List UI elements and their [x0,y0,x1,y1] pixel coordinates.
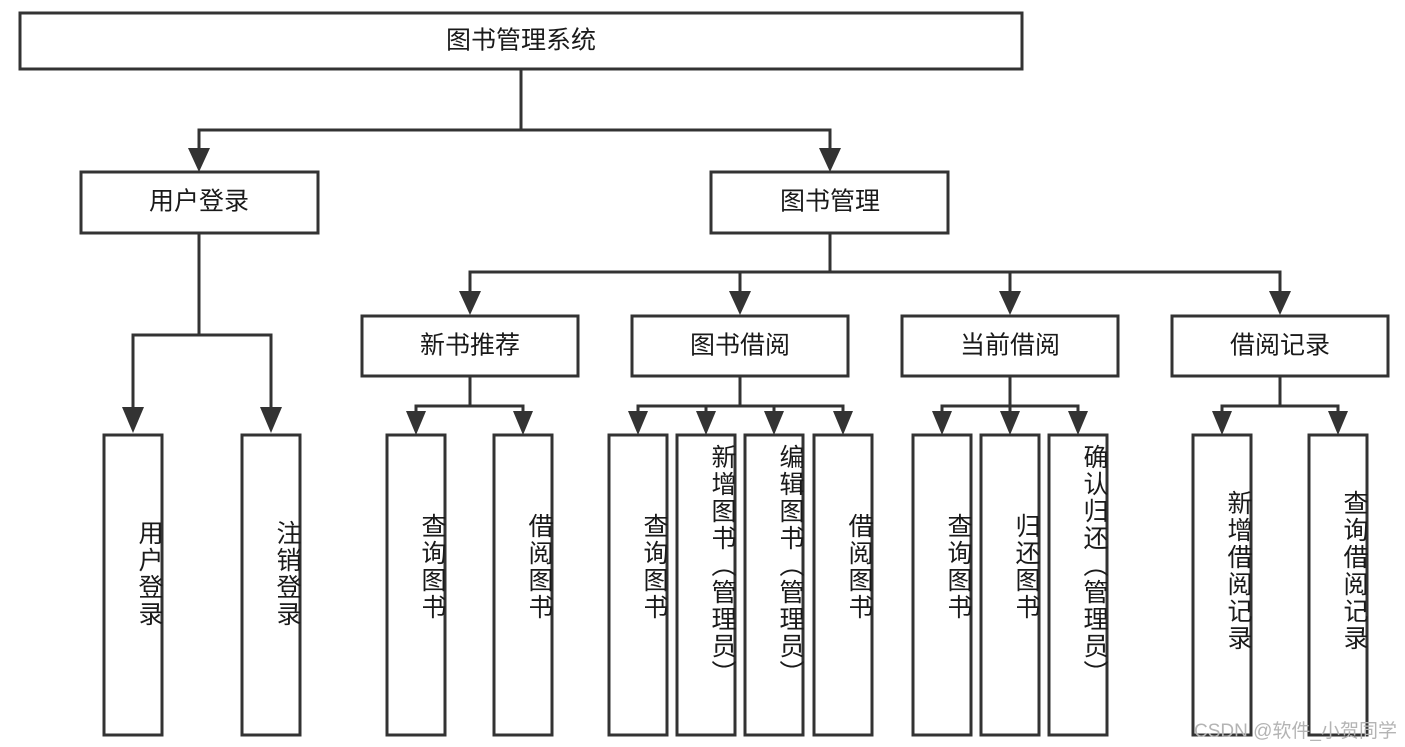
node-borrow-record-label: 借阅记录 [1230,332,1330,360]
arrowhead-leaf-query-book-3 [932,411,952,435]
arrowhead-leaf-query-record [1328,411,1348,435]
node-current-borrow[interactable]: 当前借阅 [900,314,1120,378]
csdn-watermark: CSDN @软件_小贺同学 [1194,721,1397,742]
node-current-borrow-label: 当前借阅 [960,332,1060,360]
node-new-book-recommend-label: 新书推荐 [420,332,520,360]
node-root-label: 图书管理系统 [446,27,596,55]
node-borrow-record[interactable]: 借阅记录 [1170,314,1390,378]
leaf-query-book-2-box[interactable] [607,433,669,737]
leaf-add-record-box[interactable] [1191,433,1253,737]
leaf-user-logout-box[interactable] [240,433,302,737]
arrowhead-borrow-record [1269,291,1291,315]
arrowhead-leaf-borrow-book-2 [833,411,853,435]
arrowhead-leaf-user-login [122,407,144,433]
arrowhead-current-borrow [999,291,1021,315]
node-book-borrow-label: 图书借阅 [690,332,790,360]
arrowhead-book-borrow [729,291,751,315]
arrowhead-new-book-recommend [459,291,481,315]
node-user-login[interactable]: 用户登录 [79,170,320,235]
leaf-add-book-box[interactable] [675,433,737,737]
node-book-borrow[interactable]: 图书借阅 [630,314,850,378]
arrowhead-leaf-borrow-book-1 [513,411,533,435]
node-book-borrow-box[interactable] [630,314,850,378]
leaf-query-record-box[interactable] [1307,433,1369,737]
arrowhead-leaf-query-book-2 [628,411,648,435]
arrowhead-leaf-add-record [1212,411,1232,435]
leaf-borrow-book-1-box[interactable] [492,433,554,737]
leaf-return-book-box[interactable] [979,433,1041,737]
leaf-borrow-book-2-box[interactable] [812,433,874,737]
node-user-login-label: 用户登录 [149,188,249,216]
node-root-box[interactable] [18,11,1024,71]
arrowhead-leaf-query-book-1 [406,411,426,435]
node-borrow-record-box[interactable] [1170,314,1390,378]
arrowhead-leaf-return-book [1000,411,1020,435]
leaf-edit-book-box[interactable] [743,433,805,737]
node-book-manage-label: 图书管理 [780,188,880,216]
node-book-manage-box[interactable] [709,170,950,235]
leaf-query-book-1-box[interactable] [385,433,447,737]
node-current-borrow-box[interactable] [900,314,1120,378]
arrowhead-book-manage [819,148,841,172]
node-user-login-box[interactable] [79,170,320,235]
leaf-boxes-group [102,433,1369,737]
node-book-manage[interactable]: 图书管理 [709,170,950,235]
arrowheads-group [122,148,1348,435]
leaf-confirm-return-box[interactable] [1047,433,1109,737]
node-new-book-recommend[interactable]: 新书推荐 [360,314,580,378]
arrowhead-user-login [188,148,210,172]
leaf-user-login-box[interactable] [102,433,164,737]
node-root[interactable]: 图书管理系统 [18,11,1024,71]
arrowhead-leaf-edit-book [764,411,784,435]
arrowhead-leaf-add-book [696,411,716,435]
arrowhead-leaf-user-logout [260,407,282,433]
node-new-book-recommend-box[interactable] [360,314,580,378]
arrowhead-leaf-confirm-return [1068,411,1088,435]
leaf-query-book-3-box[interactable] [911,433,973,737]
